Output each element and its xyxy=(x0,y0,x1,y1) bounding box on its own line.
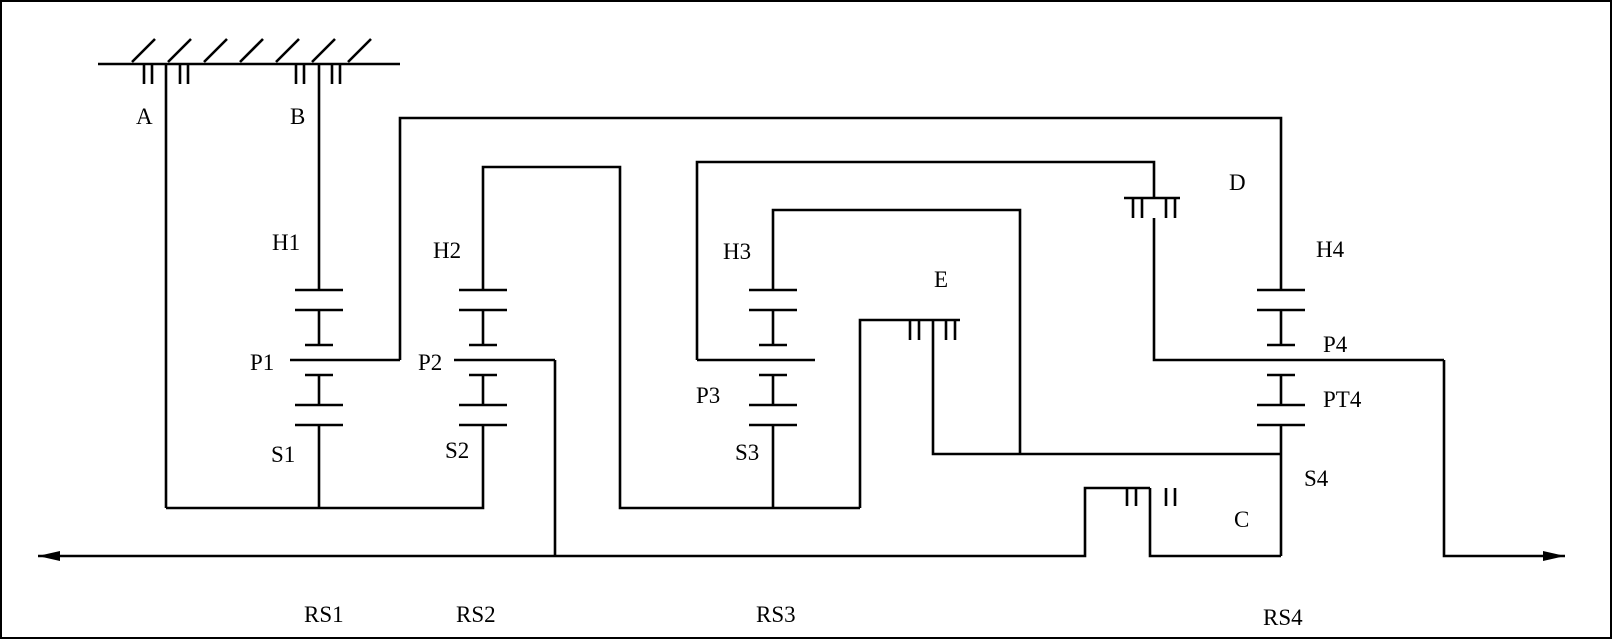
label-s4: S4 xyxy=(1304,466,1329,491)
label-s2: S2 xyxy=(445,438,469,463)
housing-ground xyxy=(98,38,400,66)
brake-c xyxy=(1125,488,1281,558)
label-p3: P3 xyxy=(696,383,720,408)
brake-e xyxy=(858,318,1281,508)
label-d: D xyxy=(1229,170,1246,195)
gearset-rs1 xyxy=(290,288,400,508)
ring-h3-to-s4 xyxy=(771,208,1022,454)
label-pt4: PT4 xyxy=(1323,387,1362,412)
label-p1: P1 xyxy=(250,350,274,375)
brake-b xyxy=(294,64,342,290)
gearset-rs4 xyxy=(1257,288,1305,556)
label-p4: P4 xyxy=(1323,332,1348,357)
gearset-rs2 xyxy=(454,288,555,427)
label-h2: H2 xyxy=(433,238,461,263)
label-rs3: RS3 xyxy=(756,602,796,627)
label-h3: H3 xyxy=(723,239,751,264)
brake-d xyxy=(695,160,1444,362)
label-a: A xyxy=(136,104,153,129)
brake-a xyxy=(142,64,190,508)
main-shaft xyxy=(38,360,1565,561)
label-c: C xyxy=(1234,507,1249,532)
output-arrow xyxy=(1543,551,1565,561)
carrier-p1-to-h4 xyxy=(398,116,1283,360)
ring-h2-to-s3 xyxy=(481,165,860,510)
label-e: E xyxy=(934,267,948,292)
label-rs4: RS4 xyxy=(1263,605,1303,630)
label-h1: H1 xyxy=(272,230,300,255)
label-p2: P2 xyxy=(418,350,442,375)
shaft-a-s1-s2 xyxy=(166,425,485,510)
gearset-rs3 xyxy=(697,288,815,508)
label-s3: S3 xyxy=(735,440,759,465)
label-rs2: RS2 xyxy=(456,602,496,627)
label-s1: S1 xyxy=(271,442,295,467)
label-h4: H4 xyxy=(1316,237,1345,262)
label-b: B xyxy=(290,104,305,129)
label-rs1: RS1 xyxy=(304,602,344,627)
input-arrow xyxy=(38,551,60,561)
